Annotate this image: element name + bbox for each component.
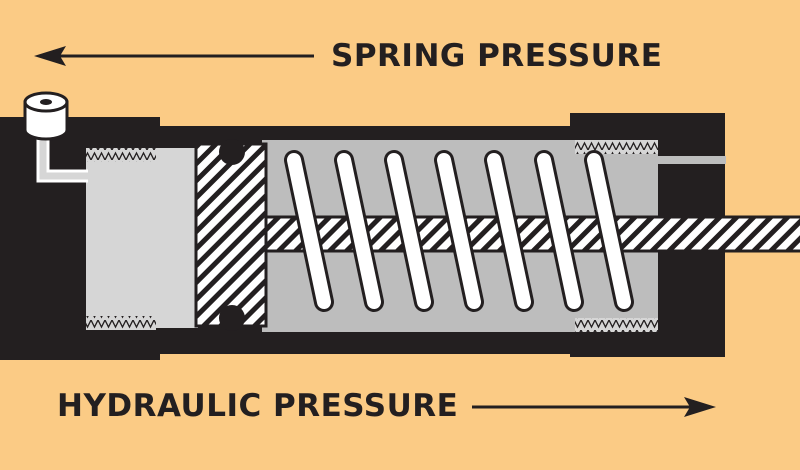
piston-rod bbox=[262, 215, 800, 253]
piston bbox=[194, 142, 268, 328]
spring-coil bbox=[287, 153, 331, 309]
spring bbox=[284, 150, 634, 312]
hydraulic-pressure-label: HYDRAULIC PRESSURE bbox=[57, 388, 459, 424]
arrow-left-icon bbox=[34, 46, 314, 66]
thread-bottom-left bbox=[86, 316, 156, 330]
thread-bottom-right bbox=[575, 318, 658, 332]
spring-coil bbox=[487, 153, 531, 309]
o-ring-bottom bbox=[219, 305, 245, 331]
spring-pressure-label: SPRING PRESSURE bbox=[331, 38, 663, 74]
spring-coil bbox=[587, 153, 631, 309]
spring-coil bbox=[337, 153, 381, 309]
spring-coil bbox=[537, 153, 581, 309]
thread-top-right bbox=[575, 140, 658, 154]
bleeder-valve-icon bbox=[23, 91, 88, 183]
o-ring-top bbox=[219, 139, 245, 165]
spring-coil bbox=[437, 153, 481, 309]
hydraulic-chamber bbox=[86, 148, 198, 328]
arrow-right-icon bbox=[472, 397, 716, 417]
spring-coil bbox=[387, 153, 431, 309]
thread-top-left bbox=[86, 148, 156, 162]
outlet-channel bbox=[656, 156, 726, 164]
